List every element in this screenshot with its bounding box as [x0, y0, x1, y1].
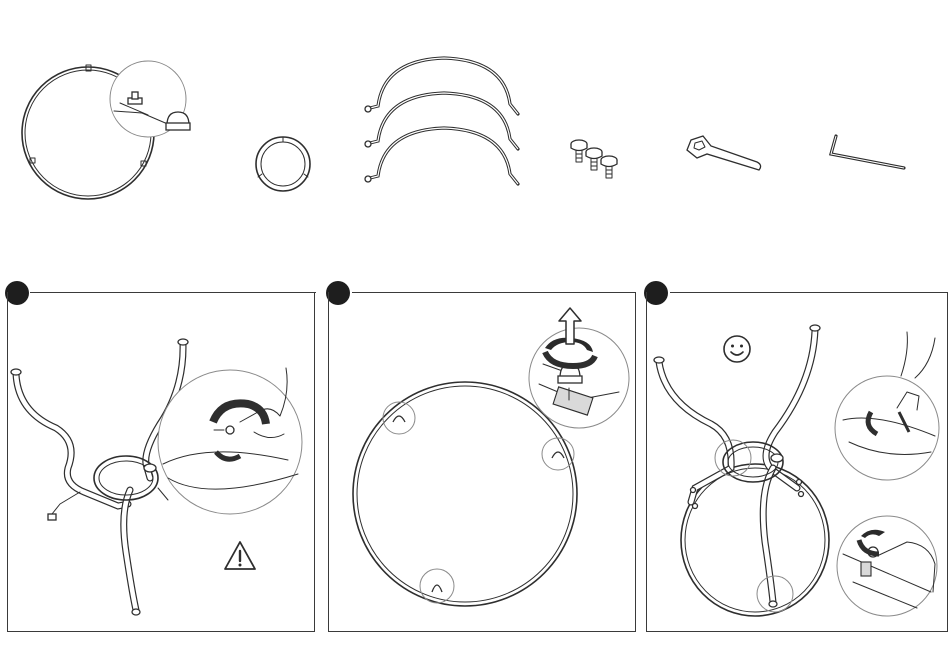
part-ring-frame	[10, 55, 200, 215]
ring-frame-icon	[329, 292, 637, 632]
wrench-icon	[683, 132, 768, 178]
smiley-icon	[722, 334, 752, 364]
small-ring-icon	[248, 133, 318, 197]
part-arched-legs	[358, 52, 533, 197]
warning-icon	[223, 540, 257, 572]
part-hex-key	[826, 132, 912, 174]
legs-assembly-icon	[8, 292, 316, 632]
arrow-up-icon	[558, 306, 582, 346]
step-3-panel	[646, 292, 948, 632]
part-wrench	[683, 132, 768, 178]
step-1-panel	[7, 292, 315, 632]
arched-legs-icon	[358, 52, 533, 197]
part-bolts	[565, 134, 625, 190]
final-assembly-icon	[647, 292, 949, 632]
part-small-ring	[248, 133, 318, 197]
bolt-icon	[565, 134, 625, 190]
ring-frame-icon	[10, 55, 200, 215]
hex-key-icon	[826, 132, 912, 174]
step-2-panel	[328, 292, 636, 632]
